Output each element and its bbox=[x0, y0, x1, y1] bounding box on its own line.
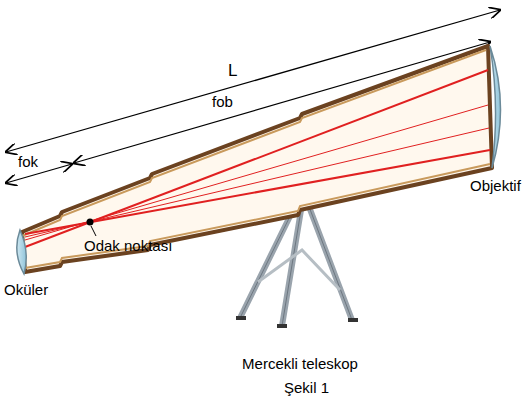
dimension-label: fok bbox=[18, 154, 38, 171]
eyepiece-lens bbox=[17, 230, 26, 274]
leader-line bbox=[91, 226, 96, 236]
dimension-label: L bbox=[228, 62, 237, 81]
part-label: Oküler bbox=[4, 282, 48, 299]
eyepiece-focal-arrow bbox=[6, 164, 72, 183]
figure-number: Şekil 1 bbox=[284, 380, 329, 397]
telescope-tube bbox=[22, 46, 492, 272]
focal-point bbox=[87, 219, 94, 226]
dimension-label: fob bbox=[212, 94, 233, 111]
part-label: Odak noktası bbox=[84, 238, 172, 255]
part-label: Objektif bbox=[470, 178, 521, 195]
light-rays bbox=[25, 70, 490, 247]
objective-lens bbox=[490, 46, 501, 168]
caption: Mercekli teleskop bbox=[242, 356, 358, 373]
